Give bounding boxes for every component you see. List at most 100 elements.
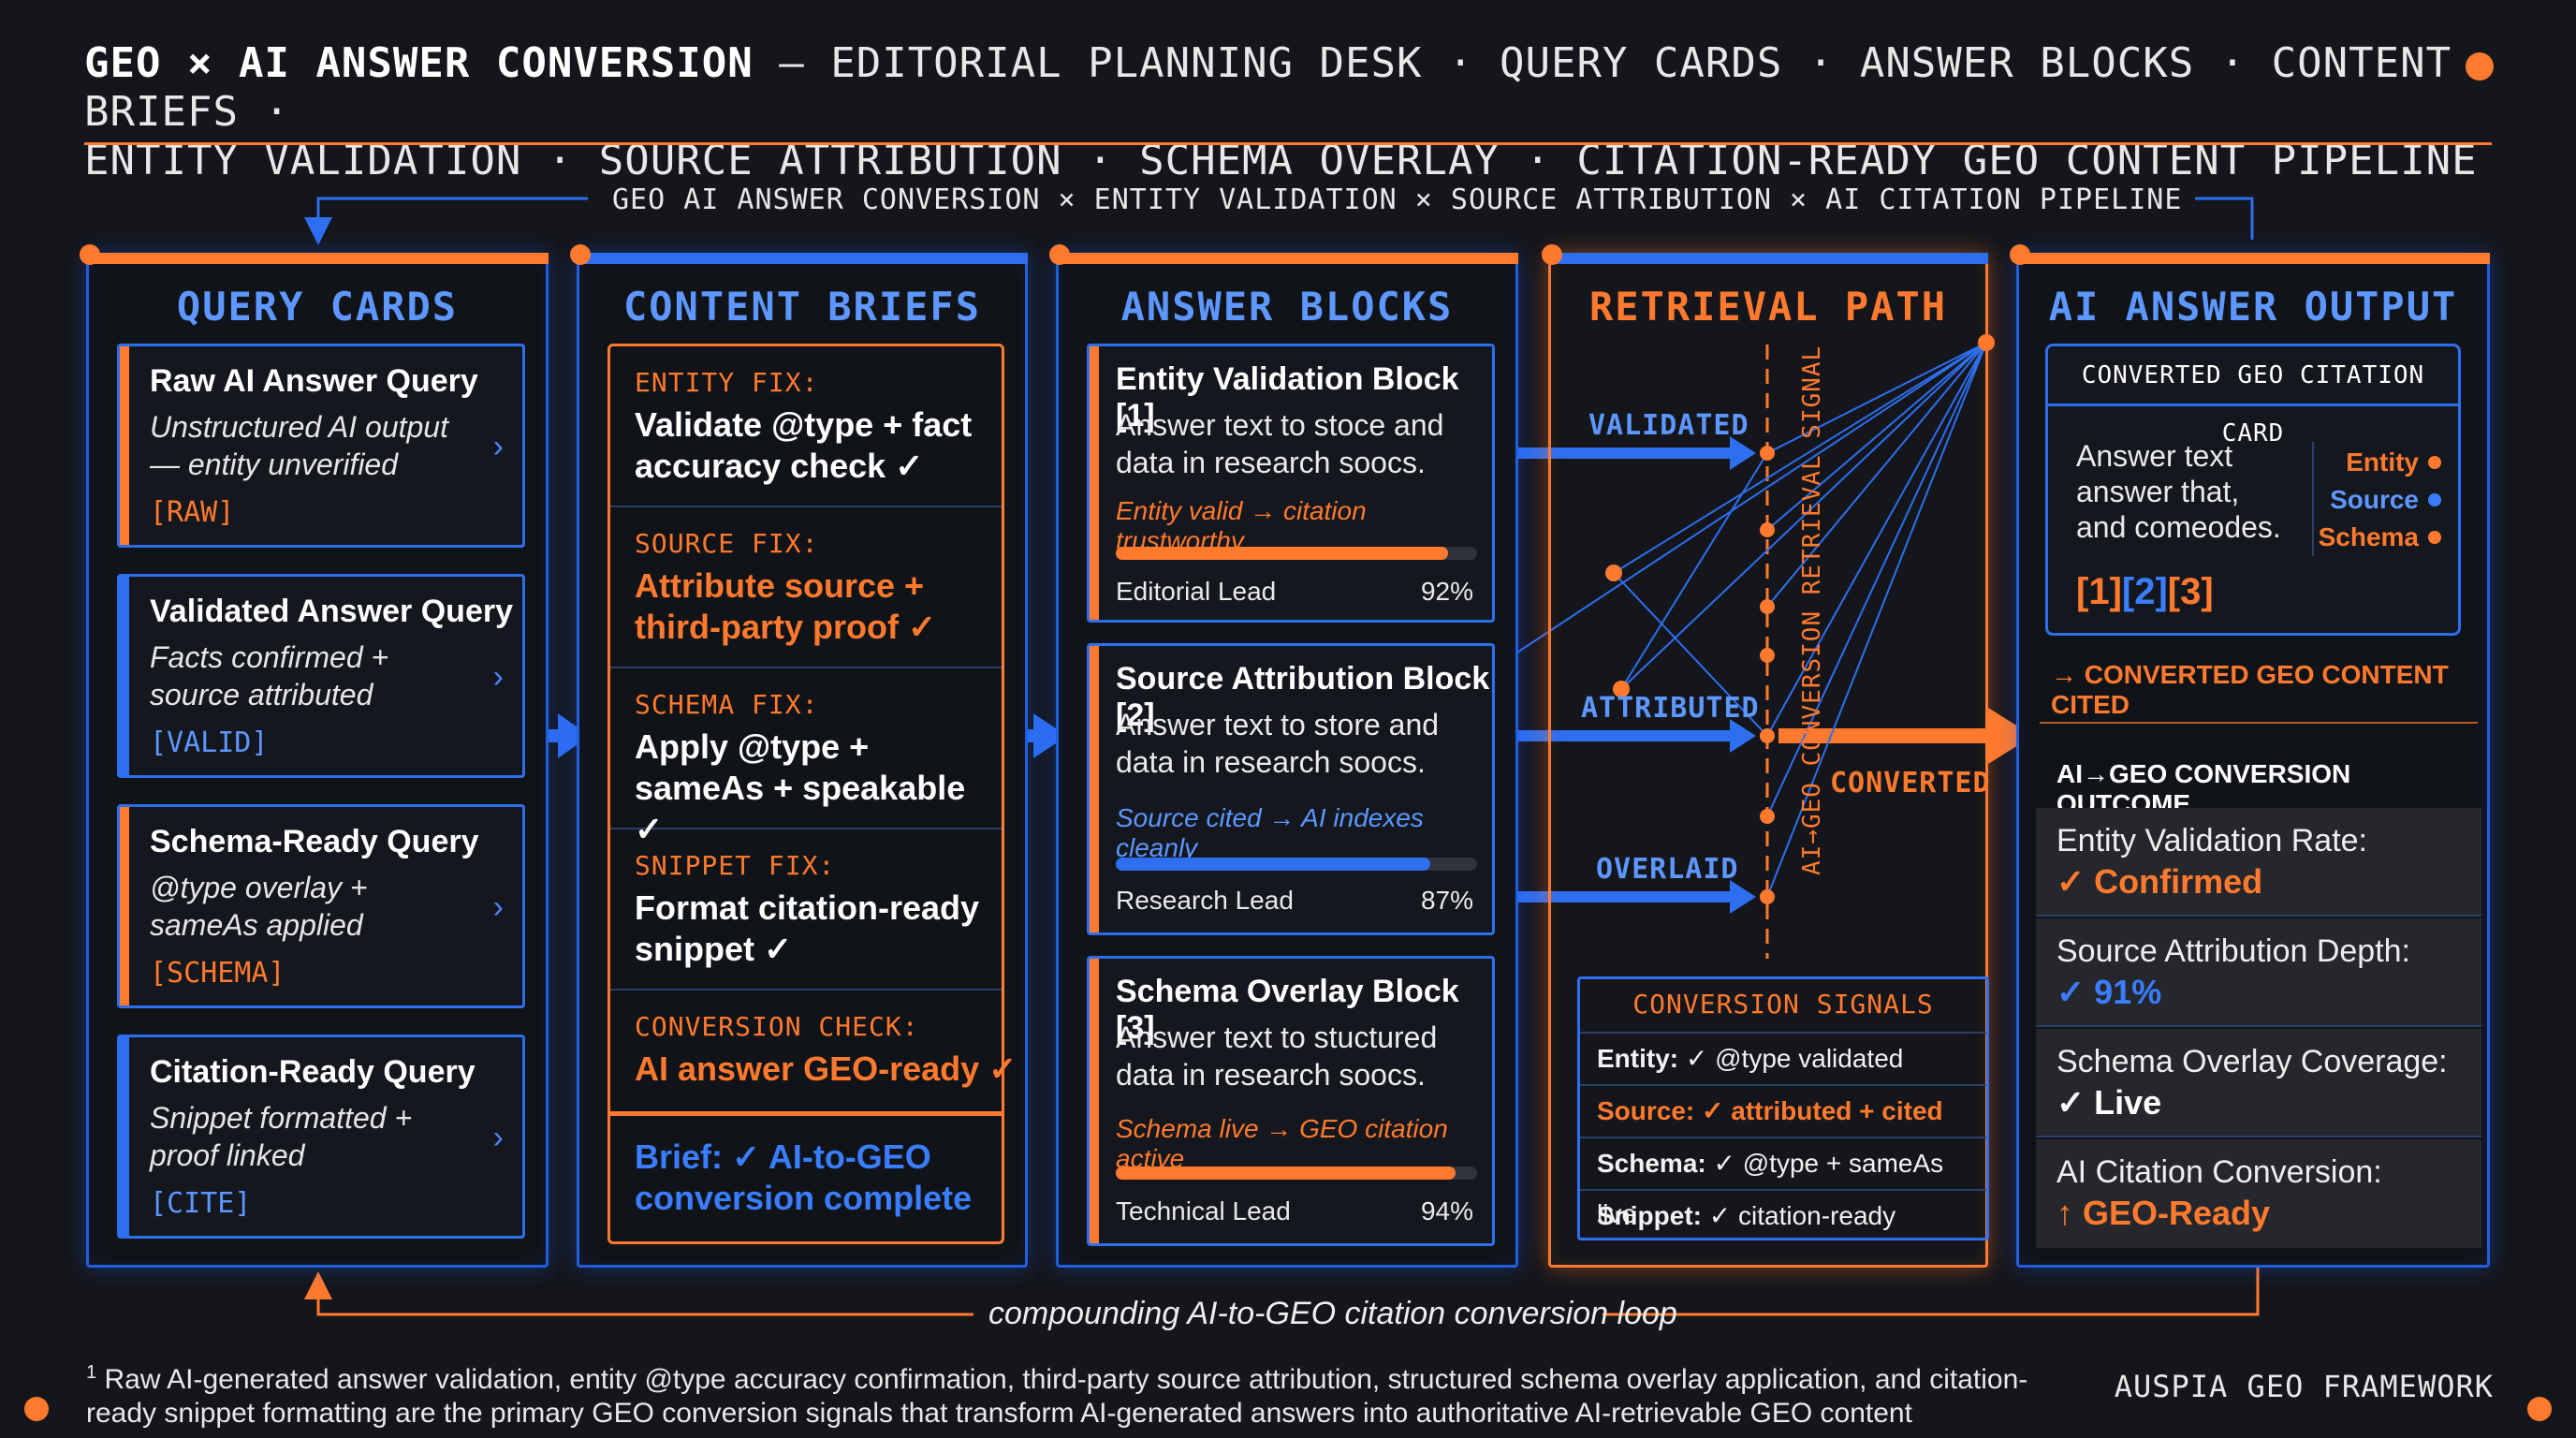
query-card-raw[interactable]: Raw AI Answer Query Unstructured AI outp… bbox=[117, 344, 525, 548]
column-topbar bbox=[2016, 253, 2490, 264]
chevron-right-icon[interactable]: › bbox=[492, 889, 504, 925]
column-dot bbox=[80, 244, 100, 265]
footnote: 1 Raw AI-generated answer validation, en… bbox=[86, 1356, 2071, 1431]
column-topbar bbox=[577, 253, 1028, 264]
loop-label: compounding AI-to-GEO citation conversio… bbox=[988, 1296, 1677, 1331]
citation-card[interactable]: CONVERTED GEO CITATION CARD Answer text … bbox=[2045, 344, 2461, 636]
brief-value: Apply @type + sameAs + speakable ✓ bbox=[635, 727, 966, 848]
brief-label: ENTITY FIX: bbox=[635, 367, 819, 398]
signal-row-entity: Entity: ✓ @type validated bbox=[1580, 1032, 1986, 1084]
query-card-tag: [SCHEMA] bbox=[150, 957, 285, 990]
query-card-schema[interactable]: Schema-Ready Query @type overlay + sameA… bbox=[117, 804, 525, 1008]
retrieval-dots bbox=[1605, 334, 1995, 904]
query-card-valid[interactable]: Validated Answer Query Facts confirmed +… bbox=[117, 574, 525, 778]
query-card-tag: [RAW] bbox=[150, 496, 235, 529]
citation-refs: [1][2][3] bbox=[2076, 571, 2214, 612]
query-card-sub: Unstructured AI output — entity unverifi… bbox=[150, 410, 448, 481]
label-converted: CONVERTED bbox=[1830, 767, 1991, 800]
tag-schema: Schema bbox=[2319, 519, 2441, 556]
signal-row-schema: Schema: ✓ @type + sameAs live bbox=[1580, 1137, 1986, 1228]
signal-row-snippet: Snippet: ✓ citation-ready bbox=[1580, 1189, 1986, 1241]
brief-value: Attribute source + third-party proof ✓ bbox=[635, 566, 937, 646]
brief-summary: Brief: ✓ AI-to-GEO conversion complete bbox=[635, 1137, 973, 1217]
outcome-schema: Schema Overlay Coverage: ✓ Live bbox=[2036, 1029, 2481, 1137]
answer-block-source[interactable]: Source Attribution Block [2] Answer text… bbox=[1087, 643, 1495, 935]
header-rule bbox=[84, 142, 2492, 145]
arrow-head-1 bbox=[558, 713, 590, 758]
brief-row-schema: SCHEMA FIX: Apply @type + sameAs + speak… bbox=[610, 668, 1002, 848]
citation-card-header: CONVERTED GEO CITATION CARD bbox=[2048, 346, 2458, 448]
citation-card-body: Answer text answer that, and comeodes. bbox=[2076, 439, 2281, 544]
column-dot bbox=[1542, 244, 1562, 265]
cited-label: → CONVERTED GEO CONTENT CITED bbox=[2051, 660, 2449, 719]
answer-block-lead: Technical Lead bbox=[1116, 1196, 1291, 1225]
chevron-right-icon[interactable]: › bbox=[492, 1120, 504, 1155]
tag-entity: Entity bbox=[2319, 444, 2441, 481]
answer-block-pct: 94% bbox=[1420, 1196, 1473, 1225]
brief-row-snippet: SNIPPET FIX: Format citation-ready snipp… bbox=[610, 829, 1002, 990]
corner-dot-right bbox=[2527, 1397, 2552, 1421]
answer-block-lead: Editorial Lead bbox=[1116, 577, 1277, 606]
query-card-tag: [CITE] bbox=[150, 1187, 252, 1220]
outcome-source: Source Attribution Depth: ✓ 91% bbox=[2036, 918, 2481, 1027]
brief-label: SCHEMA FIX: bbox=[635, 689, 819, 720]
loop-line-left bbox=[304, 1271, 973, 1316]
pipeline-label: GEO AI ANSWER CONVERSION × ENTITY VALIDA… bbox=[599, 183, 2196, 216]
tag-source: Source bbox=[2319, 481, 2441, 519]
answer-block-title: Entity Validation Block [1] bbox=[1116, 361, 1459, 433]
signals-title: CONVERSION SIGNALS bbox=[1632, 989, 1934, 1020]
output-divider bbox=[2040, 722, 2478, 724]
brief-row-conversion: CONVERSION CHECK: AI answer GEO-ready ✓ bbox=[610, 990, 1017, 1116]
vertical-signal-label: AI→GEO CONVERSION RETRIEVAL SIGNAL bbox=[1798, 345, 1826, 875]
brief-value: AI answer GEO-ready ✓ bbox=[635, 1049, 1017, 1088]
chevron-right-icon[interactable]: › bbox=[492, 429, 504, 464]
progress-bar bbox=[1116, 547, 1477, 560]
answer-block-entity[interactable]: Entity Validation Block [1] Answer text … bbox=[1087, 344, 1495, 623]
loop-line-right bbox=[1603, 1268, 2260, 1316]
query-card-cite[interactable]: Citation-Ready Query Snippet formatted +… bbox=[117, 1034, 525, 1239]
query-card-sub: Snippet formatted + proof linked bbox=[150, 1101, 413, 1172]
content-briefs-column: CONTENT BRIEFS ENTITY FIX: Validate @typ… bbox=[570, 244, 1028, 1268]
retrieval-fan bbox=[1489, 342, 1987, 898]
progress-bar bbox=[1116, 1167, 1477, 1180]
query-cards-column: QUERY CARDS Raw AI Answer Query Unstruct… bbox=[80, 244, 549, 1268]
query-card-title: Raw AI Answer Query bbox=[150, 363, 478, 399]
progress-bar bbox=[1116, 858, 1477, 871]
outcome-entity: Entity Validation Rate: ✓ Confirmed bbox=[2036, 808, 2481, 917]
query-card-tag: [VALID] bbox=[150, 726, 269, 759]
column-topbar bbox=[1548, 253, 1988, 264]
answer-block-body: Answer text to stuctured data in researc… bbox=[1116, 1020, 1438, 1092]
brief-value: Format citation-ready snippet ✓ bbox=[635, 888, 980, 968]
query-card-title: Validated Answer Query bbox=[150, 594, 513, 629]
citation-tags: Entity Source Schema bbox=[2319, 444, 2441, 556]
answer-block-schema[interactable]: Schema Overlay Block [3] Answer text to … bbox=[1087, 956, 1495, 1246]
query-card-title: Citation-Ready Query bbox=[150, 1054, 476, 1090]
column-dot bbox=[2010, 244, 2030, 265]
header-line1: — EDITORIAL PLANNING DESK · QUERY CARDS … bbox=[84, 39, 2452, 136]
retrieval-path-column: RETRIEVAL PATH VALIDATED ATTRIBUTED OVER… bbox=[1542, 244, 1991, 1268]
query-card-sub: Facts confirmed + source attributed bbox=[150, 640, 389, 712]
column-topbar bbox=[1056, 253, 1518, 264]
outcome-citation: AI Citation Conversion: ↑ GEO-Ready bbox=[2036, 1139, 2481, 1248]
answer-blocks-title: ANSWER BLOCKS bbox=[1120, 284, 1454, 330]
retrieval-path-title: RETRIEVAL PATH bbox=[1588, 284, 1947, 330]
answer-block-lead: Research Lead bbox=[1116, 886, 1294, 915]
answer-block-pct: 87% bbox=[1420, 886, 1473, 915]
answer-block-body: Answer text to store and data in researc… bbox=[1116, 708, 1440, 779]
answer-block-pct: 92% bbox=[1420, 577, 1473, 606]
label-overlaid: OVERLAID bbox=[1596, 853, 1739, 886]
answer-block-title: Schema Overlay Block [3] bbox=[1116, 974, 1459, 1046]
ai-output-column: AI ANSWER OUTPUT CONVERTED GEO CITATION … bbox=[2010, 244, 2490, 1268]
column-topbar bbox=[86, 253, 549, 264]
brief-panel: ENTITY FIX: Validate @type + fact accura… bbox=[607, 344, 1017, 1244]
header-dot bbox=[2466, 52, 2494, 81]
brief-label: SOURCE FIX: bbox=[635, 528, 819, 559]
ai-output-title: AI ANSWER OUTPUT bbox=[2048, 284, 2458, 330]
footnote-mark: 1 bbox=[86, 1362, 97, 1383]
brief-label: SNIPPET FIX: bbox=[635, 850, 836, 881]
chevron-right-icon[interactable]: › bbox=[492, 659, 504, 695]
brief-value: Validate @type + fact accuracy check ✓ bbox=[635, 405, 973, 485]
query-cards-title: QUERY CARDS bbox=[176, 284, 459, 330]
column-dot bbox=[570, 244, 591, 265]
